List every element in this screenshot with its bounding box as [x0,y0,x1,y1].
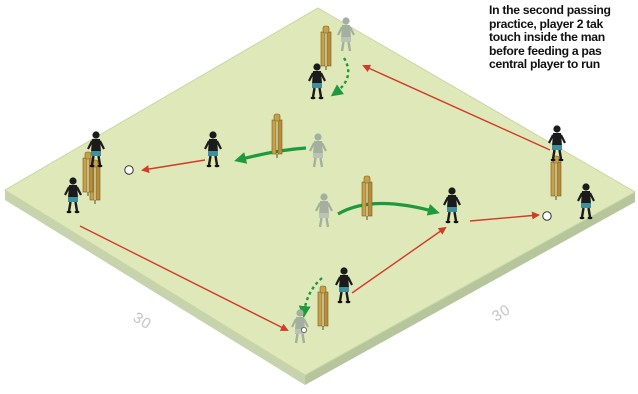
caption-line: touch inside the man [489,30,605,45]
caption: In the second passing practice, player 2… [489,4,638,72]
pass-arrow-bottom-diagonal [351,226,447,294]
pass-arrow-left-side [79,225,289,331]
ball-right [542,211,552,221]
caption-line: central player to run [489,57,600,72]
pitch [4,7,637,376]
pitch-edge-right [305,192,635,385]
caption-line: before feeding a pas [489,43,602,58]
pass-arrow-left-to-ball [141,159,206,173]
caption-line: practice, player 2 tak [489,16,603,31]
dimension-label-left: 30 [130,309,155,333]
caption-line: In the second passing [489,4,611,17]
ball-bottom-player [300,326,307,333]
dribble-arrow-top [330,57,350,97]
pitch-edge-left [5,190,305,385]
ball-left [124,165,134,175]
pass-arrow-top-right [362,64,551,151]
run-arrow-centre-right [337,201,440,216]
pass-arrow-right-to-ball [469,211,540,222]
dribble-arrow-bottom [298,277,323,318]
dimension-label-right: 30 [489,301,514,325]
